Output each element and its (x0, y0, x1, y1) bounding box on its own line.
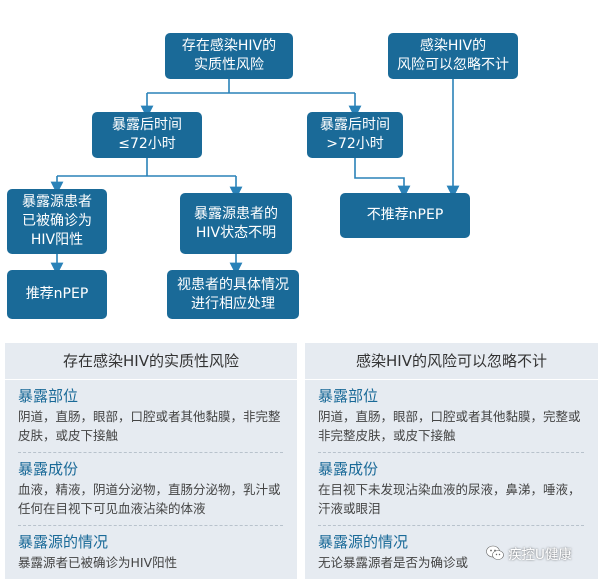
section-title-source-status: 暴露源的情况 (318, 533, 409, 551)
panel-title: 感染HIV的风险可以忽略不计 (305, 343, 598, 380)
section-text-exposure-fluid: 血液，精液，阴道分泌物，直肠分泌物，乳汁或任何在目视下可见血液沾染的体液 (18, 482, 281, 516)
divider (318, 525, 584, 526)
section-text-source-status: 暴露源者已被确诊为HIV阳性 (18, 555, 178, 570)
section-text-source-status: 无论暴露源者是否为确诊或 (318, 555, 469, 570)
panel-substantial-risk: 存在感染HIV的实质性风险 暴露部位 阴道，直肠，眼部，口腔或者其他黏膜，非完整… (5, 343, 297, 579)
panel-title: 存在感染HIV的实质性风险 (5, 343, 297, 380)
node-within-72h: 暴露后时间 ≤72小时 (92, 112, 202, 158)
watermark: 疾控U健康 (486, 540, 572, 566)
flow-connectors (50, 79, 460, 276)
section-title-exposure-fluid: 暴露成份 (18, 460, 79, 478)
section-title-exposure-fluid: 暴露成份 (318, 460, 379, 478)
wechat-icon (486, 545, 504, 560)
node-source-hiv-unknown: 暴露源患者的 HIV状态不明 (180, 193, 292, 254)
section-title-exposure-site: 暴露部位 (318, 387, 379, 405)
node-over-72h: 暴露后时间 >72小时 (307, 112, 403, 158)
section-text-exposure-site: 阴道，直肠，眼部，口腔或者其他黏膜，非完整皮肤，或皮下接触 (18, 409, 281, 443)
node-source-hiv-positive: 暴露源患者 已被确诊为 HIV阳性 (7, 189, 107, 254)
panel-negligible-risk: 感染HIV的风险可以忽略不计 暴露部位 阴道，直肠，眼部，口腔或者其他黏膜，完整… (305, 343, 598, 579)
section-title-exposure-site: 暴露部位 (18, 387, 79, 405)
divider (18, 452, 283, 453)
section-title-source-status: 暴露源的情况 (18, 533, 109, 551)
node-negligible-risk: 感染HIV的 风险可以忽略不计 (388, 33, 518, 79)
divider (318, 452, 584, 453)
section-text-exposure-site: 阴道，直肠，眼部，口腔或者其他黏膜，完整或非完整皮肤，或皮下接触 (318, 409, 581, 443)
node-npep-not-recommended: 不推荐nPEP (340, 193, 470, 238)
node-npep-recommended: 推荐nPEP (7, 270, 107, 319)
divider (18, 525, 283, 526)
node-substantial-risk: 存在感染HIV的 实质性风险 (165, 33, 293, 79)
section-text-exposure-fluid: 在目视下未发现沾染血液的尿液，鼻涕，唾液，汗液或眼泪 (318, 482, 581, 516)
node-case-by-case: 视患者的具体情况 进行相应处理 (167, 270, 299, 319)
watermark-text: 疾控U健康 (508, 547, 572, 563)
